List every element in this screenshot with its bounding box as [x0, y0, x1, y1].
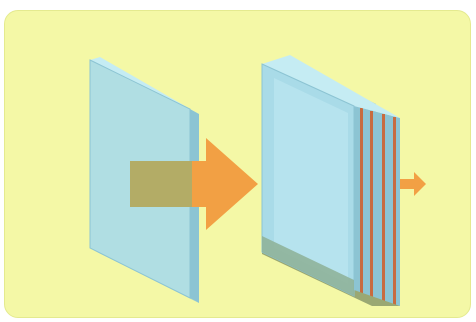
small-arrow-shape — [400, 172, 426, 196]
laminated-front-face-base — [262, 236, 354, 296]
interlayer-4 — [393, 117, 396, 305]
laminated-front-face-inner — [274, 78, 348, 284]
arrow-body-behind-glass — [130, 161, 192, 207]
interlayer-3 — [382, 114, 385, 306]
laminated-side-profile — [354, 106, 400, 306]
laminated-top-edge — [262, 55, 400, 118]
laminated-glass-pane-icon — [261, 55, 400, 306]
large-arrow-icon — [130, 138, 258, 230]
small-arrow-icon — [400, 172, 426, 196]
interlayer-2 — [370, 111, 373, 303]
interlayer-1 — [360, 108, 363, 300]
arrow-head — [192, 138, 258, 230]
